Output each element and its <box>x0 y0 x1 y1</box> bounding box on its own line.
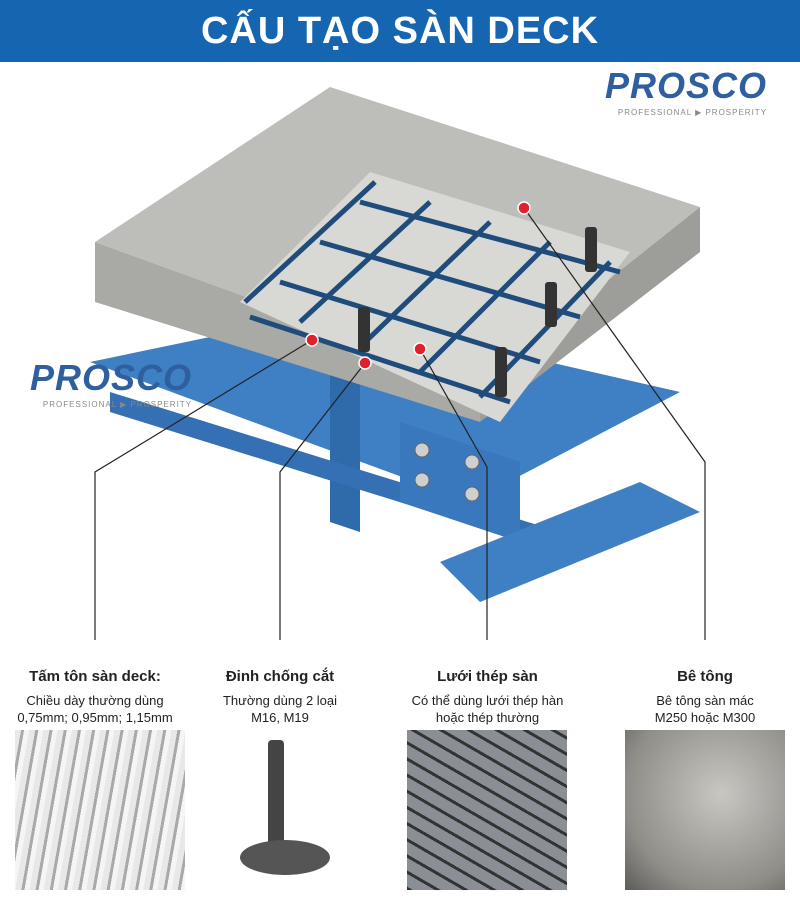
logo-tagline: PROFESSIONAL ▶ PROSPERITY <box>42 400 193 409</box>
logo-name: PROSCO <box>30 357 193 398</box>
concrete-front <box>95 242 480 422</box>
component-line: M250 hoặc M300 <box>654 710 756 725</box>
component-title: Đinh chống cắt <box>225 668 335 685</box>
prosco-logo-2: PROSCO PROFESSIONAL ▶ PROSPERITY <box>30 358 192 410</box>
component-deck-sheet: Tấm tôn sàn deck: Chiều dày thường dùng 0,… <box>0 668 190 726</box>
component-title: Bê tông <box>677 668 733 685</box>
logo-tagline: PROFESSIONAL ▶ PROSPERITY <box>617 108 768 117</box>
logo-name: PROSCO <box>605 65 768 106</box>
component-line: hoặc thép thường <box>435 710 540 725</box>
shear-studs <box>358 227 597 397</box>
steel-beam-lower-flange <box>440 482 700 602</box>
component-line: Thường dùng 2 loại <box>222 693 338 708</box>
component-line: Chiều dày thường dùng <box>26 693 164 708</box>
concrete-photo <box>625 730 785 890</box>
component-line: Có thể dùng lưới thép hàn <box>411 693 564 708</box>
component-title: Lưới thép sàn <box>437 668 538 685</box>
component-rebar-mesh: Lưới thép sàn Có thể dùng lưới thép hàn ho… <box>395 668 580 726</box>
callout-lines <box>94 207 706 640</box>
deck-diagram <box>90 87 706 640</box>
steel-beam-plate <box>400 422 520 542</box>
rebar-mesh <box>243 180 621 405</box>
header-bar: CẤU TẠO SÀN DECK <box>0 0 800 62</box>
page-title: CẤU TẠO SÀN DECK <box>200 9 600 52</box>
rebar-mesh-photo <box>407 730 567 890</box>
component-line: M16, M19 <box>251 710 309 725</box>
prosco-logo: PROSCO PROFESSIONAL ▶ PROSPERITY <box>605 66 767 118</box>
shear-stud-photo <box>230 730 350 890</box>
component-line: 0,75mm; 0,95mm; 1,15mm <box>17 710 173 725</box>
bolts <box>414 442 480 502</box>
deck-sheet-photo <box>15 730 185 890</box>
component-title: Tấm tôn sàn deck: <box>29 668 161 685</box>
marker-dots <box>305 201 531 370</box>
component-line: Bê tông sàn mác <box>656 693 754 708</box>
